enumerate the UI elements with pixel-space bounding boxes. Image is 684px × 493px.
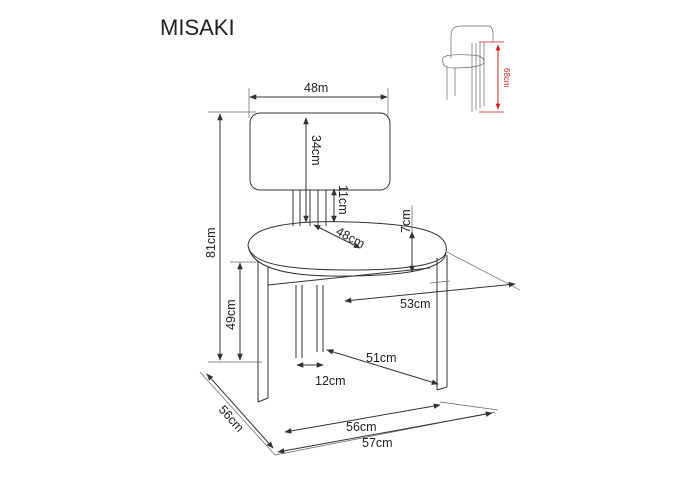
label-leg-spacing: 12cm — [315, 374, 346, 388]
label-seat-depth: 48cm — [334, 224, 368, 251]
label-base-width: 56cm — [346, 420, 377, 434]
label-back-gap: 11cm — [336, 185, 350, 215]
label-total-height: 81cm — [204, 227, 218, 258]
dimension-lines — [199, 88, 521, 456]
label-seat-thickness: 7cm — [399, 209, 413, 233]
product-title: MISAKI — [160, 15, 235, 40]
label-back-height: 34cm — [309, 135, 323, 166]
label-seat-height: 49cm — [224, 299, 238, 330]
chair-outline — [247, 112, 448, 403]
label-armrest-height: 68cm — [502, 68, 511, 88]
label-back-width: 48m — [304, 81, 328, 95]
side-view-thumbnail: 68cm — [442, 25, 511, 113]
label-overall-width: 57cm — [362, 436, 393, 450]
label-leg-depth: 51cm — [366, 351, 397, 365]
label-seat-width: 53cm — [400, 297, 431, 311]
